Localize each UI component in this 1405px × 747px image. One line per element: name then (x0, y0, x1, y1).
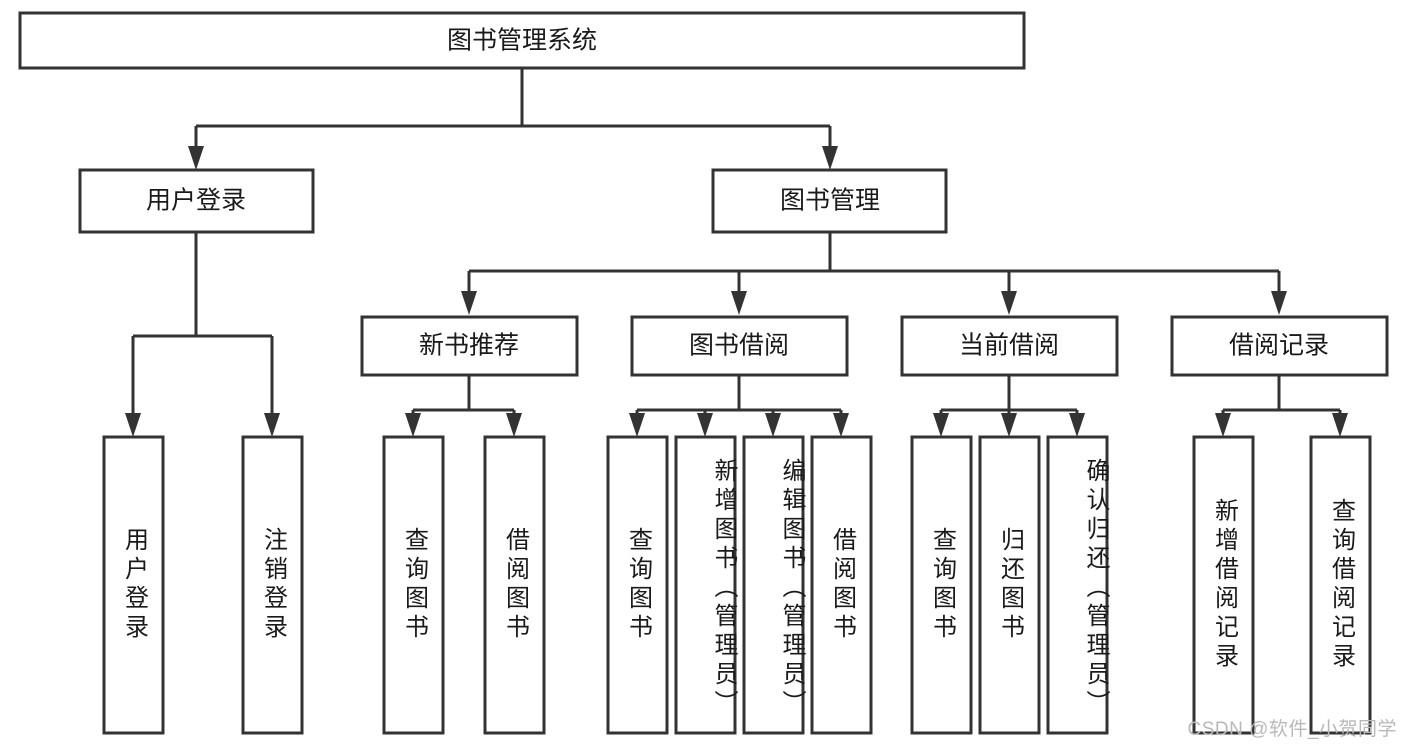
leaf-node-query-book-borrow[interactable] (606, 435, 669, 735)
edge-book-borrow-to-leaves (629, 375, 849, 437)
node-book-borrow-label: 图书借阅 (689, 332, 789, 360)
leaf-node-borrow-book-rec[interactable] (483, 435, 546, 735)
node-book-borrow[interactable]: 图书借阅 (630, 315, 849, 377)
leaf-node-query-borrow-record[interactable] (1309, 435, 1372, 735)
leaf-node-return-book[interactable] (978, 435, 1041, 735)
node-user-login[interactable]: 用户登录 (78, 168, 315, 234)
leaf-node-edit-book-admin[interactable] (742, 435, 805, 735)
node-book-management[interactable]: 图书管理 (711, 168, 948, 234)
node-book-management-label: 图书管理 (780, 187, 880, 215)
leaf-node-query-book-rec[interactable] (382, 435, 445, 735)
edge-root-to-level2 (188, 68, 838, 170)
leaf-node-add-book-admin[interactable] (674, 435, 737, 735)
node-new-book-recommend[interactable]: 新书推荐 (360, 315, 579, 377)
edge-current-borrow-to-leaves (933, 375, 1085, 437)
leaf-node-confirm-return-admin[interactable] (1046, 435, 1109, 735)
node-borrow-record[interactable]: 借阅记录 (1170, 315, 1389, 377)
node-root-system[interactable]: 图书管理系统 (18, 11, 1026, 70)
leaf-node-query-book-current[interactable] (910, 435, 973, 735)
leaf-node-borrow-book[interactable] (810, 435, 873, 735)
leaf-node-add-borrow-record[interactable] (1192, 435, 1255, 735)
node-new-book-recommend-label: 新书推荐 (419, 332, 519, 360)
edge-user-login-to-leaves (125, 232, 280, 437)
edge-new-book-rec-to-leaves (405, 375, 522, 437)
csdn-watermark: CSDN @软件_小贺同学 (1187, 719, 1397, 740)
node-user-login-label: 用户登录 (146, 187, 246, 215)
node-current-borrow[interactable]: 当前借阅 (900, 315, 1119, 377)
edge-borrow-record-to-leaves (1215, 375, 1348, 437)
node-root-label: 图书管理系统 (447, 27, 597, 55)
node-borrow-record-label: 借阅记录 (1229, 332, 1329, 360)
node-current-borrow-label: 当前借阅 (959, 332, 1059, 360)
leaf-node-logout[interactable] (241, 435, 304, 735)
leaf-node-user-login[interactable] (102, 435, 165, 735)
edge-book-mgmt-to-level3 (461, 232, 1287, 315)
